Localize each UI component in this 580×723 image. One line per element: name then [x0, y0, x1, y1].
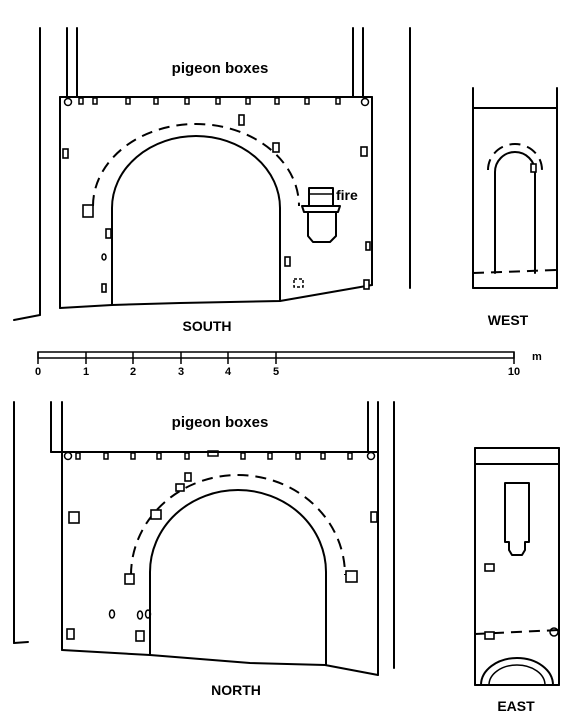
scale-tick-5: 5: [273, 366, 279, 378]
west-arch-dashed: [487, 143, 543, 171]
south-pigeon-holes: [63, 97, 370, 107]
north-arch: [149, 489, 327, 666]
east-window: [504, 482, 530, 556]
east-niche-upper: [484, 563, 495, 572]
west-base-dashed: [472, 269, 558, 274]
scale-bar: [37, 351, 515, 364]
north-niches: [66, 472, 378, 642]
east-hole: [549, 627, 559, 637]
west-arched-opening: [494, 151, 536, 274]
north-ground-left-stub: [13, 641, 29, 644]
scale-tick-1: 1: [83, 366, 89, 378]
west-label: WEST: [488, 312, 529, 328]
west-elevation: [472, 87, 558, 289]
east-niche-lower: [484, 631, 495, 640]
south-elevation: [13, 27, 411, 321]
east-arch-inner: [488, 664, 546, 686]
south-label: SOUTH: [183, 318, 232, 334]
south-arch-dashed-outline: [92, 123, 300, 207]
scale-tick-3: 3: [178, 366, 184, 378]
north-pigeon-holes: [63, 450, 376, 461]
south-niches: [62, 114, 371, 293]
east-label: EAST: [497, 698, 535, 714]
fire-label: fire: [336, 187, 358, 203]
north-elevation: [13, 401, 395, 676]
east-elevation: [474, 447, 560, 686]
south-pigeon-boxes-label: pigeon boxes: [172, 60, 269, 77]
east-arch-outer: [480, 657, 554, 686]
scale-unit: m: [532, 351, 542, 363]
north-pigeon-boxes-label: pigeon boxes: [172, 414, 269, 431]
north-ground: [61, 649, 379, 676]
scale-tick-2: 2: [130, 366, 136, 378]
east-floor-dashed: [474, 629, 560, 635]
scale-tick-4: 4: [225, 366, 232, 378]
scale-tick-0: 0: [35, 366, 41, 378]
south-ground: [59, 284, 373, 309]
south-arch: [111, 135, 281, 306]
north-label: NORTH: [211, 682, 261, 698]
south-fireplace: [301, 187, 341, 243]
scale-tick-10: 10: [508, 366, 520, 378]
west-niche: [530, 163, 537, 173]
north-arch-dashed-outline: [130, 474, 346, 576]
south-ground-left: [13, 314, 41, 321]
